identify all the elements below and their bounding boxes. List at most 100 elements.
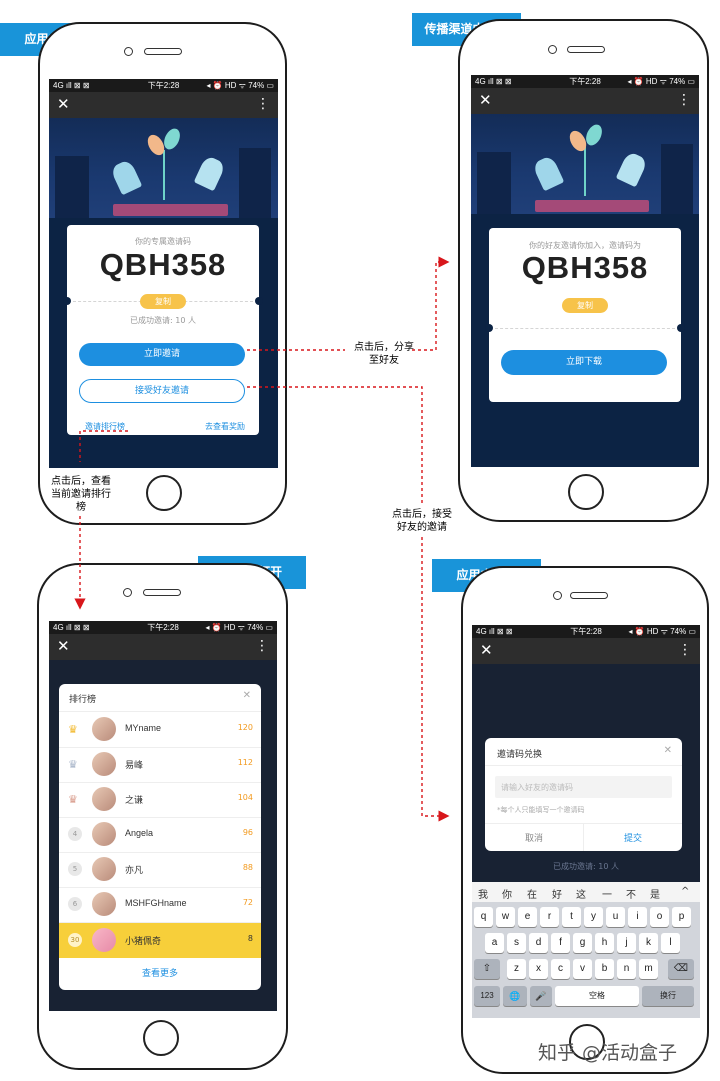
rank-number: 5 xyxy=(68,862,82,876)
copy-button[interactable]: 复制 xyxy=(562,298,608,313)
key[interactable]: j xyxy=(617,933,636,953)
key[interactable]: z xyxy=(507,959,526,979)
accept-invite-button[interactable]: 接受好友邀请 xyxy=(79,379,245,403)
annotation-ranking: 点击后，查看 当前邀请排行 榜 xyxy=(51,476,111,513)
keyboard: 我 你 在 好 这 一 不 是 ^ q w e r t y u i o p a … xyxy=(472,882,700,1018)
key[interactable]: l xyxy=(661,933,680,953)
invite-code: QBH358 xyxy=(99,247,227,282)
backspace-key[interactable]: ⌫ xyxy=(668,959,694,979)
microphone-icon[interactable]: 🎤 xyxy=(530,986,552,1006)
gold-crown-icon: ♛ xyxy=(68,723,78,736)
close-icon[interactable]: ✕ xyxy=(480,641,493,659)
key[interactable]: v xyxy=(573,959,592,979)
key[interactable]: i xyxy=(628,907,647,927)
watermark: 知乎 @活动盒子 xyxy=(538,1042,678,1064)
key[interactable]: f xyxy=(551,933,570,953)
annotation-accept: 点击后，接受 好友的邀请 xyxy=(392,509,452,533)
key[interactable]: x xyxy=(529,959,548,979)
key[interactable]: u xyxy=(606,907,625,927)
key[interactable]: c xyxy=(551,959,570,979)
status-bar: 4G ıll ⊠ ⊠下午2:28◂ ⏰ HD ᯤ 74% ▭ xyxy=(49,621,277,634)
key[interactable]: k xyxy=(639,933,658,953)
more-icon[interactable]: ⋮ xyxy=(256,96,270,112)
status-bar: 4G ıll ⊠ ⊠下午2:28◂ ⏰ HD ᯤ 74% ▭ xyxy=(472,625,700,638)
invite-code-hint: 你的专属邀请码 xyxy=(135,237,191,246)
close-icon[interactable]: ✕ xyxy=(57,637,70,655)
screen-redeem: 4G ıll ⊠ ⊠下午2:28◂ ⏰ HD ᯤ 74% ▭ ✕ ⋮ 已成功邀请… xyxy=(472,625,700,1018)
hero-illustration xyxy=(49,118,278,218)
ranking-row: 5 亦凡 88 xyxy=(59,852,261,888)
submit-button[interactable]: 提交 xyxy=(623,834,642,844)
key[interactable]: b xyxy=(595,959,614,979)
globe-icon[interactable]: 🌐 xyxy=(503,986,527,1006)
copy-button[interactable]: 复制 xyxy=(140,294,186,309)
space-key[interactable]: 空格 xyxy=(555,986,639,1006)
phone-frame-3: 4G ıll ⊠ ⊠下午2:28◂ ⏰ HD ᯤ 74% ▭ ✕ ⋮ 排行榜 ✕… xyxy=(37,563,288,1070)
key[interactable]: o xyxy=(650,907,669,927)
avatar xyxy=(92,928,116,952)
avatar xyxy=(92,787,116,811)
key[interactable]: y xyxy=(584,907,603,927)
more-icon[interactable]: ⋮ xyxy=(255,638,269,654)
key[interactable]: h xyxy=(595,933,614,953)
avatar xyxy=(92,717,116,741)
key[interactable]: d xyxy=(529,933,548,953)
key[interactable]: r xyxy=(540,907,559,927)
phone-frame-2: 4G ıll ⊠ ⊠下午2:28◂ ⏰ HD ᯤ 74% ▭ ✕ ⋮ 你的好友邀… xyxy=(458,19,709,522)
invite-code-input[interactable]: 请输入好友的邀请码 xyxy=(495,776,672,798)
behind-count: 已成功邀请: 10 人 xyxy=(553,862,619,871)
invite-code: QBH358 xyxy=(521,250,649,285)
nav-bar: ✕ ⋮ xyxy=(472,638,700,664)
close-icon[interactable]: ✕ xyxy=(57,95,70,113)
rank-number: 30 xyxy=(68,933,82,947)
silver-crown-icon: ♛ xyxy=(68,758,78,771)
key[interactable]: g xyxy=(573,933,592,953)
status-bar: 4G ıll ⊠ ⊠下午2:28◂ ⏰ HD ᯤ 74% ▭ xyxy=(49,79,278,92)
numbers-key[interactable]: 123 xyxy=(474,986,500,1006)
nav-bar: ✕ ⋮ xyxy=(49,634,277,660)
key[interactable]: n xyxy=(617,959,636,979)
status-bar: 4G ıll ⊠ ⊠下午2:28◂ ⏰ HD ᯤ 74% ▭ xyxy=(471,75,699,88)
avatar xyxy=(92,752,116,776)
return-key[interactable]: 换行 xyxy=(642,986,694,1006)
invite-count: 已成功邀请: 10 人 xyxy=(130,316,196,325)
more-icon[interactable]: ⋮ xyxy=(678,642,692,658)
key[interactable]: t xyxy=(562,907,581,927)
nav-bar: ✕ ⋮ xyxy=(49,92,278,118)
key[interactable]: p xyxy=(672,907,691,927)
key[interactable]: w xyxy=(496,907,515,927)
close-icon[interactable]: ✕ xyxy=(479,91,492,109)
ranking-modal: 排行榜 ✕ ♛ MYname 120 ♛ 易峰 112 ♛ 之谦 104 xyxy=(59,684,261,990)
candidate-bar: 我 你 在 好 这 一 不 是 ^ xyxy=(472,882,700,902)
ranking-link[interactable]: 邀请排行榜 xyxy=(85,422,125,431)
more-icon[interactable]: ⋮ xyxy=(677,92,691,108)
key[interactable]: q xyxy=(474,907,493,927)
bronze-crown-icon: ♛ xyxy=(68,793,78,806)
ranking-row: ♛ 之谦 104 xyxy=(59,782,261,818)
invite-now-button[interactable]: 立即邀请 xyxy=(79,343,245,366)
see-more-button[interactable]: 查看更多 xyxy=(141,969,178,979)
phone-frame-1: 4G ıll ⊠ ⊠下午2:28◂ ⏰ HD ᯤ 74% ▭ ✕ ⋮ 你的专属邀… xyxy=(38,22,287,525)
close-icon[interactable]: ✕ xyxy=(242,690,251,701)
ranking-row: ♛ MYname 120 xyxy=(59,712,261,748)
ranking-row: ♛ 易峰 112 xyxy=(59,747,261,783)
invite-card: 你的专属邀请码 QBH358 复制 已成功邀请: 10 人 立即邀请 接受好友邀… xyxy=(63,225,263,435)
hero-illustration xyxy=(471,114,699,214)
nav-bar: ✕ ⋮ xyxy=(471,88,699,114)
close-icon[interactable]: ✕ xyxy=(663,745,672,756)
ranking-row: 6 MSHFGHname 72 xyxy=(59,887,261,923)
phone-frame-4: 4G ıll ⊠ ⊠下午2:28◂ ⏰ HD ᯤ 74% ▭ ✕ ⋮ 已成功邀请… xyxy=(461,566,709,1074)
screen-invite: 4G ıll ⊠ ⊠下午2:28◂ ⏰ HD ᯤ 74% ▭ ✕ ⋮ 你的专属邀… xyxy=(49,79,278,468)
key[interactable]: s xyxy=(507,933,526,953)
key[interactable]: m xyxy=(639,959,658,979)
avatar xyxy=(92,822,116,846)
rewards-link[interactable]: 去查看奖励 xyxy=(205,422,245,431)
rank-number: 4 xyxy=(68,827,82,841)
key[interactable]: a xyxy=(485,933,504,953)
redeem-title: 邀请码兑换 xyxy=(497,750,543,760)
avatar xyxy=(92,857,116,881)
shift-key[interactable]: ⇧ xyxy=(474,959,500,979)
download-now-button[interactable]: 立即下载 xyxy=(501,350,667,375)
cancel-button[interactable]: 取消 xyxy=(524,834,543,844)
key[interactable]: e xyxy=(518,907,537,927)
